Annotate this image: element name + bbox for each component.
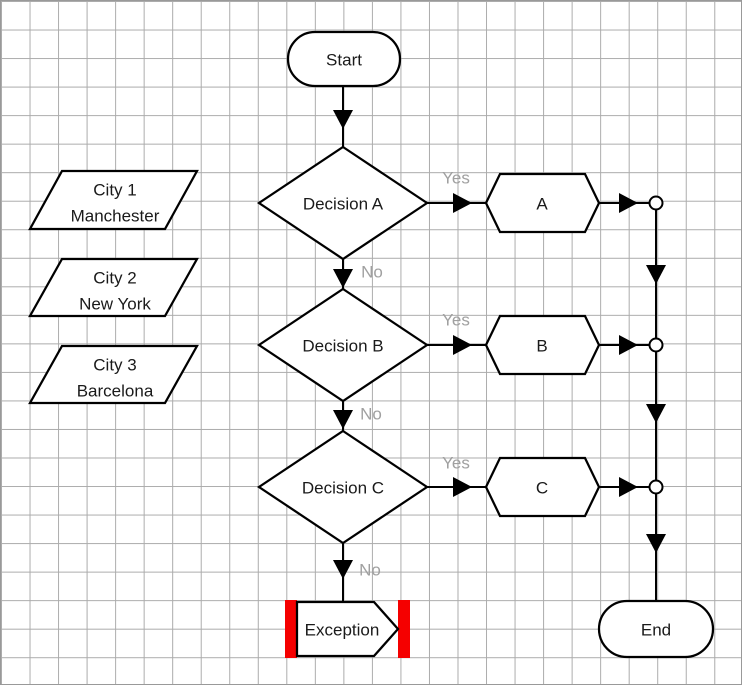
edge-label-yes-b: Yes xyxy=(442,311,470,330)
node-decision-b-label: Decision B xyxy=(302,337,383,356)
node-city-1[interactable]: City 1 Manchester xyxy=(28,169,199,231)
node-result-a[interactable]: A xyxy=(484,172,601,234)
arrowhead-right-icon xyxy=(453,193,472,213)
node-result-b-label: B xyxy=(536,337,547,356)
end-terminator-shape[interactable] xyxy=(597,599,715,659)
city-3-parallelogram-shape[interactable] xyxy=(28,344,199,405)
decision-c-diamond-shape[interactable] xyxy=(256,429,430,545)
city-1-title: City 1 xyxy=(93,181,136,200)
edge-label-yes-a: Yes xyxy=(442,169,470,188)
decision-a-diamond-shape[interactable] xyxy=(256,145,430,261)
arrowhead-down-icon xyxy=(646,534,666,553)
result-b-hexagon-shape[interactable] xyxy=(484,314,601,376)
node-exception[interactable]: Exception xyxy=(285,600,410,658)
junction-circle-b xyxy=(648,337,664,353)
node-decision-a[interactable]: Decision A xyxy=(256,145,430,261)
exception-left-bar xyxy=(285,600,297,658)
decision-b-diamond-shape[interactable] xyxy=(256,287,430,403)
city-1-parallelogram-shape[interactable] xyxy=(28,169,199,231)
result-a-hexagon-shape[interactable] xyxy=(484,172,601,234)
edge-label-yes-c: Yes xyxy=(442,454,470,473)
node-result-c-label: C xyxy=(536,479,548,498)
edge-label-no-b: No xyxy=(360,405,382,424)
node-decision-c[interactable]: Decision C xyxy=(256,429,430,545)
exception-right-bar xyxy=(398,600,410,658)
arrowhead-right-icon xyxy=(453,477,472,497)
arrowhead-down-icon xyxy=(333,269,353,288)
arrowhead-right-icon xyxy=(619,335,638,355)
node-result-c[interactable]: C xyxy=(484,456,601,518)
arrowhead-down-icon xyxy=(646,404,666,423)
node-city-3[interactable]: City 3 Barcelona xyxy=(28,344,199,405)
result-c-hexagon-shape[interactable] xyxy=(484,456,601,518)
node-result-a-label: A xyxy=(536,195,548,214)
arrowhead-down-icon xyxy=(333,110,353,129)
arrowhead-right-icon xyxy=(619,477,638,497)
edge-label-no-a: No xyxy=(361,263,383,282)
edge-labels: Yes No Yes No Yes No xyxy=(359,169,470,580)
city-2-value: New York xyxy=(79,295,151,314)
arrowhead-down-icon xyxy=(333,410,353,429)
node-result-b[interactable]: B xyxy=(484,314,601,376)
node-end[interactable]: End xyxy=(597,599,715,659)
arrowhead-right-icon xyxy=(619,193,638,213)
node-start-label: Start xyxy=(326,51,362,70)
exception-pentagon-shape[interactable] xyxy=(295,600,400,658)
edge-label-no-c: No xyxy=(359,561,381,580)
node-decision-a-label: Decision A xyxy=(303,195,384,214)
node-decision-c-label: Decision C xyxy=(302,479,384,498)
start-terminator-shape[interactable] xyxy=(286,30,402,88)
city-2-title: City 2 xyxy=(93,269,136,288)
node-city-2[interactable]: City 2 New York xyxy=(28,257,199,318)
arrowhead-down-icon xyxy=(333,560,353,579)
city-3-title: City 3 xyxy=(93,356,136,375)
connectors xyxy=(333,86,666,601)
city-2-parallelogram-shape[interactable] xyxy=(28,257,199,318)
node-start[interactable]: Start xyxy=(286,30,402,88)
node-decision-b[interactable]: Decision B xyxy=(256,287,430,403)
junction-circle-c xyxy=(648,479,664,495)
arrowhead-right-icon xyxy=(453,335,472,355)
node-exception-label: Exception xyxy=(305,621,380,640)
node-end-label: End xyxy=(641,621,671,640)
city-1-value: Manchester xyxy=(71,207,160,226)
arrowhead-down-icon xyxy=(646,265,666,284)
junction-circle-a xyxy=(648,195,664,211)
city-3-value: Barcelona xyxy=(77,382,154,401)
